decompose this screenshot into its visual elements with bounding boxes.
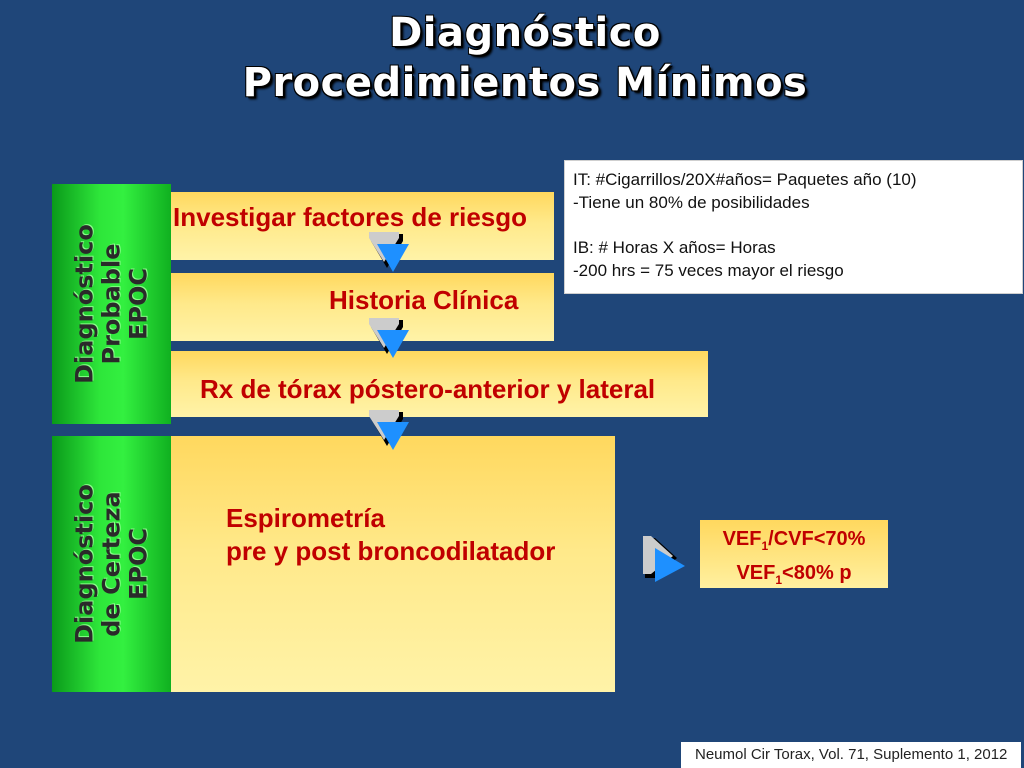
result-line-1: VEF1/CVF<70%	[722, 528, 866, 553]
step-rx-label: Rx de tórax póstero-anterior y lateral	[200, 374, 656, 404]
step-historia: Historia Clínica	[171, 273, 554, 341]
info-line-1: IT: #Cigarrillos/20X#años= Paquetes año …	[573, 170, 917, 189]
title-line-2: Procedimientos Mínimos	[242, 60, 808, 106]
info-line-4: -200 hrs = 75 veces mayor el riesgo	[573, 261, 844, 280]
result-line-2: VEF1<80% p	[736, 562, 852, 587]
step-espirometria-line1: Espirometría	[226, 503, 385, 533]
citation: Neumol Cir Torax, Vol. 71, Suplemento 1,…	[681, 742, 1021, 768]
side-band-probable: Diagnóstico Probable EPOC	[52, 184, 171, 424]
step-investigar: Investigar factores de riesgo	[171, 192, 554, 260]
step-historia-label: Historia Clínica	[329, 285, 519, 315]
info-line-3: IB: # Horas X años= Horas	[573, 238, 776, 257]
arrow-down-icon	[369, 410, 409, 450]
step-espirometria: Espirometría pre y post broncodilatador	[171, 436, 615, 692]
arrow-down-icon	[369, 318, 409, 358]
result-box: VEF1/CVF<70% VEF1<80% p	[700, 520, 888, 588]
side-label-certeza: Diagnóstico de Certeza EPOC	[70, 484, 152, 644]
step-investigar-label: Investigar factores de riesgo	[173, 202, 528, 232]
slide-title: Diagnóstico Procedimientos Mínimos	[0, 8, 1024, 108]
side-label-probable: Diagnóstico Probable EPOC	[70, 224, 152, 384]
step-espirometria-line2: pre y post broncodilatador	[226, 536, 556, 566]
info-box: IT: #Cigarrillos/20X#años= Paquetes año …	[564, 160, 1023, 294]
title-line-1: Diagnóstico	[389, 10, 661, 56]
info-line-2: -Tiene un 80% de posibilidades	[573, 193, 810, 212]
arrow-down-icon	[369, 232, 409, 272]
arrow-right-icon	[643, 536, 685, 582]
side-band-certeza: Diagnóstico de Certeza EPOC	[52, 436, 171, 692]
step-rx: Rx de tórax póstero-anterior y lateral	[171, 351, 708, 417]
